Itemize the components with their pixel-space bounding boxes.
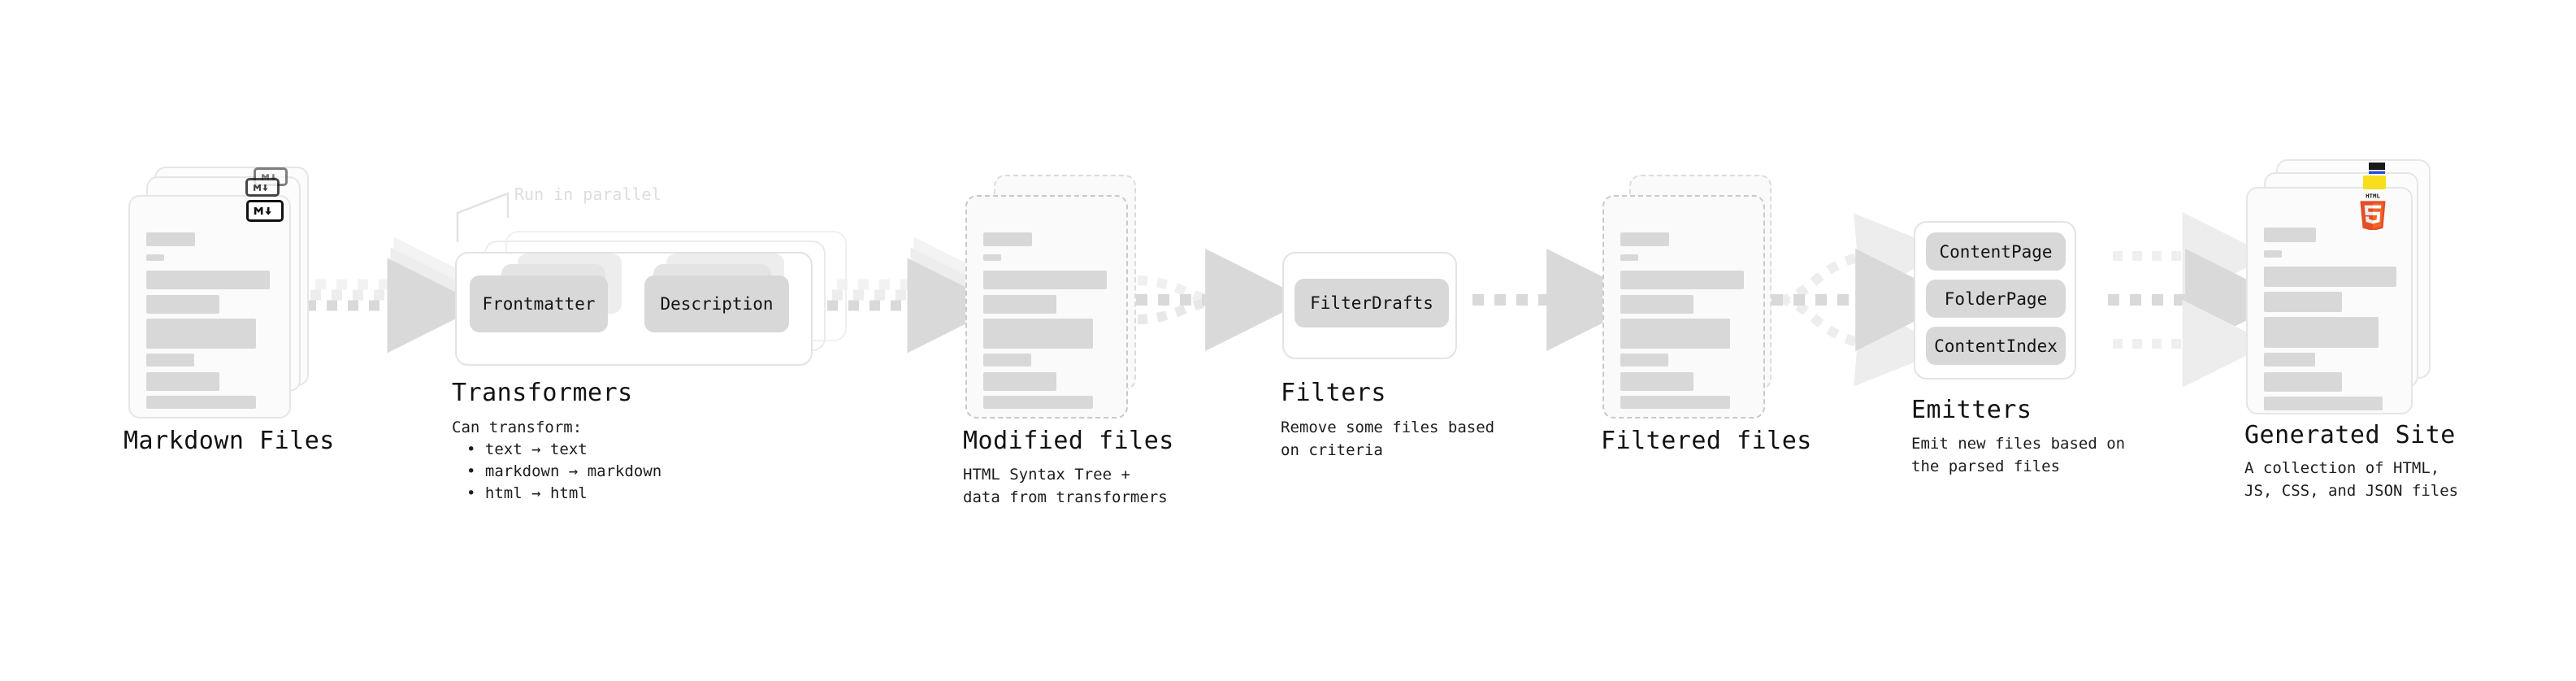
run-in-parallel-annotation: Run in parallel (514, 184, 661, 204)
skel-sub (1620, 254, 1638, 261)
skel-line (1620, 372, 1693, 391)
site-card-front (2246, 187, 2413, 414)
skel-heading (983, 232, 1032, 246)
skel-line (2264, 397, 2383, 410)
skel-line (983, 354, 1031, 367)
chip-frontmatter-label: Frontmatter (482, 294, 596, 314)
skel-line (983, 319, 1093, 349)
chip-filterdrafts[interactable]: FilterDrafts (1295, 279, 1449, 327)
chip-frontmatter[interactable]: Frontmatter (470, 275, 608, 332)
javascript-icon (2363, 176, 2386, 189)
generated-site-subtitle: A collection of HTML, JS, CSS, and JSON … (2244, 459, 2459, 500)
skel-line (146, 396, 256, 409)
chip-contentpage-label: ContentPage (1939, 241, 2053, 262)
stage-title-filters: Filters (1281, 379, 1386, 407)
chip-contentindex[interactable]: ContentIndex (1926, 327, 2066, 365)
skel-line (1620, 354, 1668, 367)
html5-icon: HTML (2357, 193, 2389, 230)
chip-folderpage[interactable]: FolderPage (1926, 280, 2066, 318)
skel-line (2264, 353, 2315, 367)
skel-line (146, 295, 219, 314)
skel-sub (983, 254, 1001, 261)
skel-heading (2264, 228, 2316, 242)
emitters-subtitle: Emit new files based on the parsed files (1911, 435, 2126, 475)
skel-line (1620, 271, 1744, 289)
stage-title-emitters: Emitters (1911, 396, 2032, 424)
stage-title-modified-files: Modified files (963, 427, 1174, 455)
css3-icon (2369, 162, 2385, 177)
markdown-card-front (128, 195, 291, 419)
chip-contentpage[interactable]: ContentPage (1926, 232, 2066, 271)
markdown-icon (246, 200, 284, 222)
connector-filtered-to-emitters (1772, 213, 1958, 387)
skel-sub (2264, 250, 2282, 258)
markdown-icon-ghost-mid (245, 178, 280, 197)
transformers-bullet-1: • markdown → markdown (466, 462, 662, 480)
stage-title-filtered-files: Filtered files (1601, 427, 1812, 455)
skel-sub (146, 254, 164, 261)
connector-transformers-to-modified (827, 236, 1009, 354)
skel-heading (146, 232, 195, 246)
skel-line (983, 372, 1056, 391)
transformers-bullet-2: • html → html (466, 484, 588, 502)
chip-contentindex-label: ContentIndex (1934, 336, 2058, 356)
stage-title-transformers: Transformers (452, 379, 633, 407)
skel-line (2264, 317, 2379, 348)
connector-modified-to-filters (1136, 249, 1308, 351)
chip-folderpage-label: FolderPage (1944, 288, 2048, 309)
svg-text:HTML: HTML (2366, 193, 2380, 200)
transformers-subtitle: Can transform: (452, 419, 583, 436)
connector-markdown-to-transformers (306, 236, 489, 354)
skel-line (146, 354, 194, 367)
modified-card-front (965, 195, 1128, 419)
modified-files-subtitle: HTML Syntax Tree + data from transformer… (963, 466, 1168, 506)
skel-line (146, 372, 219, 391)
skel-line (1620, 319, 1730, 349)
filters-subtitle: Remove some files based on criteria (1281, 419, 1495, 459)
stage-title-generated-site: Generated Site (2244, 421, 2456, 449)
skel-line (1620, 295, 1693, 314)
chip-description-label: Description (660, 294, 774, 314)
skel-line (2264, 292, 2342, 312)
filtered-card-front (1602, 195, 1765, 419)
skel-heading (1620, 232, 1669, 246)
skel-line (146, 271, 270, 289)
skel-line (1620, 396, 1730, 409)
chip-description[interactable]: Description (644, 275, 789, 332)
run-in-parallel-leader (456, 192, 510, 242)
skel-line (983, 295, 1056, 314)
skel-line (983, 271, 1107, 289)
transformers-bullet-0: • text → text (466, 440, 588, 458)
stage-title-markdown-files: Markdown Files (124, 427, 335, 455)
connector-emitters-to-site (2108, 212, 2288, 388)
skel-line (983, 396, 1093, 409)
skel-line (2264, 372, 2342, 392)
skel-line (146, 319, 256, 349)
skel-line (2264, 267, 2396, 287)
chip-filterdrafts-label: FilterDrafts (1310, 293, 1433, 313)
